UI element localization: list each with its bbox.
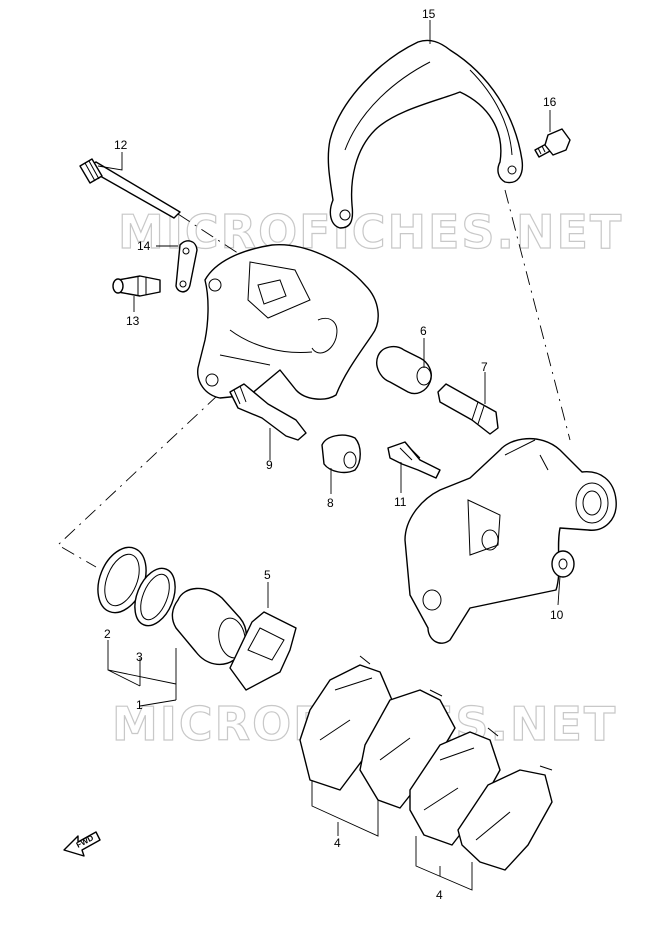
caliper-body-part: [197, 244, 379, 400]
callout-3: 3: [136, 650, 143, 664]
caliper-guard-part: [327, 39, 524, 229]
alignment-line-pin: [177, 213, 283, 283]
callout-12: 12: [114, 138, 128, 152]
leader-lines: [97, 20, 561, 891]
callout-14: 14: [137, 239, 151, 253]
callout-5: 5: [264, 568, 271, 582]
callout-13: 13: [126, 314, 140, 328]
callout-4-upper: 4: [334, 836, 341, 850]
callout-6: 6: [420, 324, 427, 338]
callout-9: 9: [266, 458, 273, 472]
bleeder-valve-part: [112, 275, 161, 297]
boot-part: [321, 434, 361, 474]
brake-pad-lower-part: [409, 727, 553, 871]
piston-seal-part: [97, 546, 147, 614]
callout-4-lower: 4: [436, 888, 443, 902]
brake-pad-upper-part: [299, 655, 456, 809]
pad-shim-part: [229, 611, 297, 691]
caliper-bracket-part: [404, 437, 617, 644]
callout-10: 10: [550, 608, 564, 622]
alignment-line-caliper: [57, 394, 219, 568]
callout-2: 2: [104, 627, 111, 641]
forward-arrow-icon: FWD: [63, 831, 101, 857]
callout-8: 8: [327, 496, 334, 510]
callout-7: 7: [481, 360, 488, 374]
callout-15: 15: [422, 7, 436, 21]
bushing-part: [376, 345, 432, 395]
dust-seal-part: [134, 567, 176, 627]
callout-1: 1: [136, 698, 143, 712]
pin-clip-part: [175, 240, 198, 293]
slide-pin-part: [437, 383, 499, 435]
guard-bolt-part: [534, 128, 571, 158]
sleeve-pin-part: [229, 383, 307, 441]
watermark-top: MICROFICHES.NET: [118, 205, 623, 259]
callout-11: 11: [394, 495, 407, 509]
caliper-pin-part: [79, 158, 181, 219]
pad-spring-part: [387, 441, 441, 479]
callout-16: 16: [543, 95, 557, 109]
